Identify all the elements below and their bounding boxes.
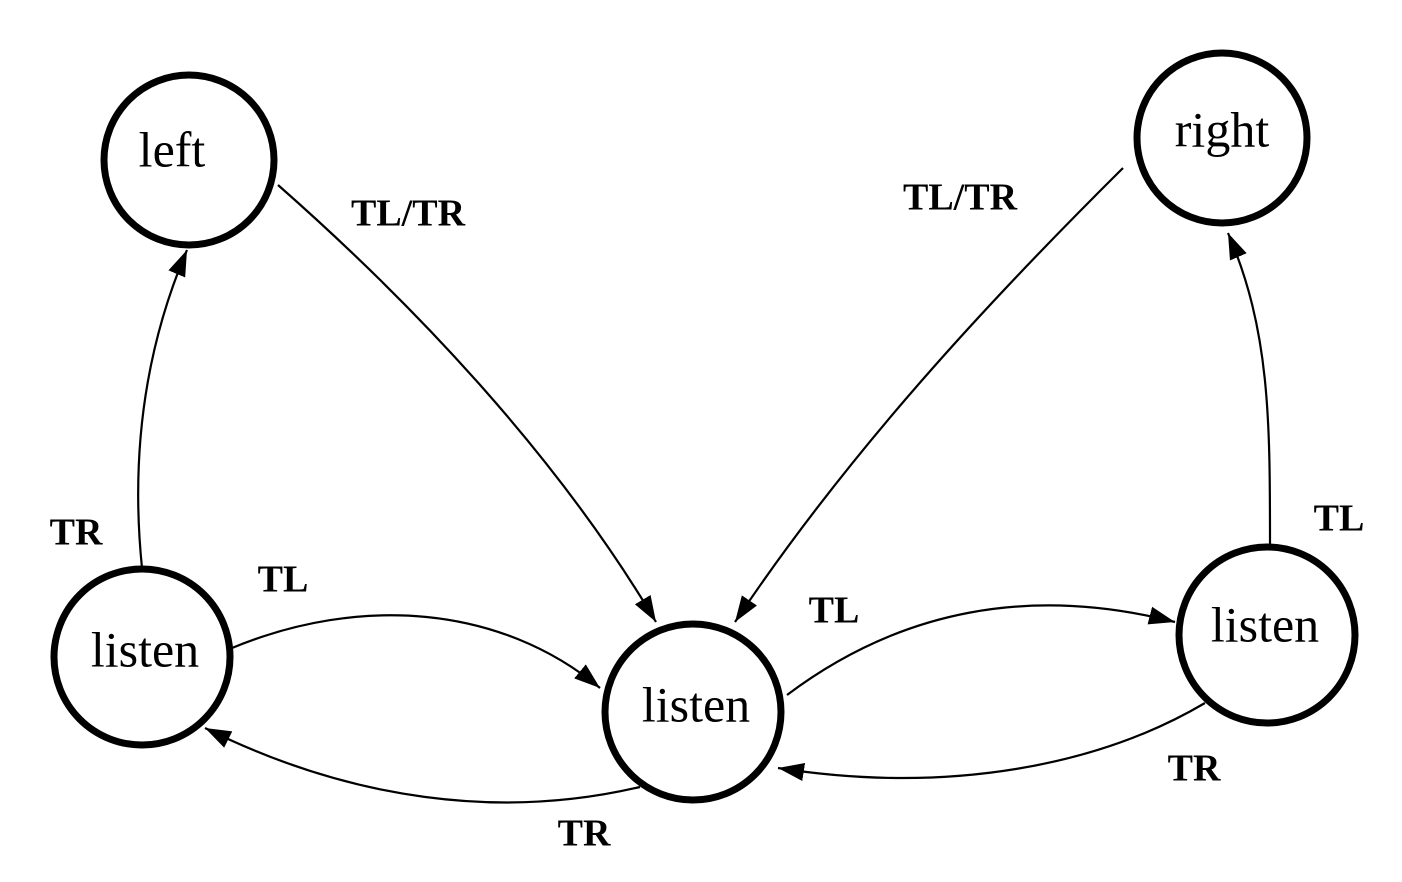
node-listen-right-circle: [1175, 543, 1359, 727]
edge-listen-center-to-listen-left: [204, 727, 641, 804]
edge-label-listen-right-to-right: TL: [1314, 498, 1365, 540]
edges: [137, 167, 1272, 804]
node-right: right: [1133, 49, 1311, 227]
node-left: left: [100, 71, 278, 249]
edge-label-listen-right-to-listen-center: TR: [1168, 748, 1221, 790]
edge-label-right-to-listen-center: TL/TR: [903, 177, 1018, 219]
nodes: left right listen listen listen: [50, 49, 1359, 804]
node-right-circle: [1133, 49, 1311, 227]
edge-listen-left-to-listen-center: [231, 614, 601, 689]
node-listen-left-label: listen: [91, 621, 199, 677]
edge-label-listen-center-to-listen-left: TR: [558, 813, 611, 855]
edge-right-to-listen-center: [734, 167, 1124, 623]
edge-labels: TL/TR TL/TR TR TL TR TL TR TL: [50, 177, 1365, 855]
node-right-label: right: [1175, 101, 1270, 157]
edge-listen-right-to-right: [1226, 232, 1272, 547]
node-left-label: left: [139, 121, 206, 177]
node-listen-center-circle: [601, 620, 785, 804]
node-listen-right-label: listen: [1211, 596, 1319, 652]
edge-label-left-to-listen-center: TL/TR: [351, 193, 466, 235]
node-listen-left: listen: [50, 565, 234, 749]
edge-label-listen-left-to-left: TR: [50, 512, 103, 554]
edge-label-listen-center-to-listen-right: TL: [809, 590, 860, 632]
node-listen-right: listen: [1175, 543, 1359, 727]
edge-listen-center-to-listen-right: [786, 604, 1176, 696]
node-listen-left-circle: [50, 565, 234, 749]
node-listen-center: listen: [601, 620, 785, 804]
node-left-circle: [100, 71, 278, 249]
edge-left-to-listen-center: [277, 184, 657, 623]
edge-listen-left-to-left: [137, 249, 189, 569]
edge-listen-right-to-listen-center: [777, 702, 1206, 782]
node-listen-center-label: listen: [642, 676, 750, 732]
edge-label-listen-left-to-listen-center: TL: [258, 559, 309, 601]
